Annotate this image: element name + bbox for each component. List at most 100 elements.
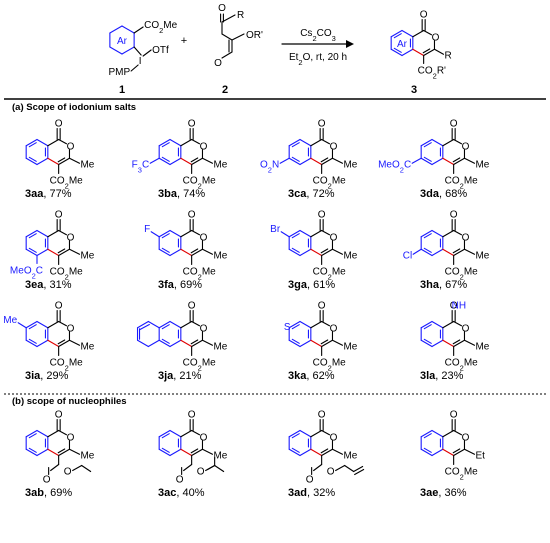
bond [28,233,37,239]
bond [442,448,455,457]
bond [291,447,300,453]
ring-oxygen: O [67,323,75,334]
bond [299,157,312,166]
bond [320,339,329,345]
bond [149,157,160,164]
bond [299,339,312,348]
bond [58,448,71,457]
benzo-ring [25,138,49,166]
bond [412,29,425,38]
bond [423,156,432,162]
bond [201,157,214,164]
reactant2-label: 2 [222,84,228,96]
benzo-ring [158,320,182,348]
benzo-ring [288,320,312,348]
ring-substituent: O2N [260,159,279,174]
product-ester: CO2R' [418,66,446,81]
ring-oxygen: O [462,323,470,334]
bond [68,448,81,455]
bond [190,448,199,454]
bond [463,248,476,255]
bond [36,429,49,438]
bond [288,138,301,147]
bond [320,448,329,454]
bond [57,448,66,454]
ester-group: CO2Me [183,358,217,373]
imine-nh: NH [452,301,466,312]
r-group: Me [343,450,357,461]
bond [50,463,60,472]
bond [28,324,37,330]
bond [344,464,355,473]
bond [321,157,334,166]
bond [191,339,204,348]
bond [190,248,199,254]
compound-label: 3ha, 67% [420,279,467,291]
compound-label: 3ba, 74% [158,188,205,200]
bond [442,339,455,348]
bond [331,339,344,346]
ring-substituent: Br [270,224,281,235]
bond [310,448,323,457]
ester-carbonyl-o: O [306,475,314,486]
ester-alkoxy: OR' [246,30,263,41]
bond [231,33,245,41]
bond [180,320,193,329]
bond [453,157,466,166]
section-b-title: (b) scope of nucleophiles [12,396,127,407]
bond [331,248,344,255]
bond [221,51,233,59]
bond [431,157,444,166]
bond [291,142,300,148]
carbonyl-oxygen: O [188,119,196,130]
r-group: Me [343,159,357,170]
ring-oxygen: O [200,323,208,334]
compound-label: 3ae, 36% [420,487,467,499]
pyranone-ring [310,418,334,457]
bond [36,339,49,348]
pyranone-ring [412,18,436,57]
carbonyl-oxygen: O [55,210,63,221]
ring-oxygen: O [462,141,470,152]
compound-label: 3ea, 31% [25,279,72,291]
bond [291,324,300,330]
bond [291,156,300,162]
bond [452,157,461,163]
ester-carbonyl-o: O [176,475,184,486]
bond [423,233,432,239]
bond [191,138,201,145]
ring-oxygen: O [462,232,470,243]
bond [321,448,334,457]
bond [299,448,312,457]
carbonyl-oxygen: O [318,119,326,130]
bond [201,339,214,346]
bond [28,433,37,439]
pyranone-ring [47,127,71,166]
bond [138,323,150,331]
pyranone-ring [310,218,334,257]
ester-group: CO2Me [313,176,347,191]
r-group: Me [343,341,357,352]
pyranone-ring [47,309,71,348]
r-group: Me [80,450,94,461]
bond [442,138,455,147]
bond [150,231,160,238]
bond [136,339,149,348]
bond [453,320,463,327]
r-group: Me [213,450,227,461]
bond [288,248,301,257]
bond [321,229,331,236]
bond [130,64,139,72]
benzo-ring [288,429,312,457]
product-r: R [444,50,451,61]
ring-oxygen: O [200,232,208,243]
bond [57,157,66,163]
iodine-atom: I [139,56,142,67]
compound-label: 3ca, 72% [288,188,335,200]
bond [280,231,290,238]
pyranone-ring [310,127,334,166]
bond [68,248,81,255]
bond [58,429,68,436]
